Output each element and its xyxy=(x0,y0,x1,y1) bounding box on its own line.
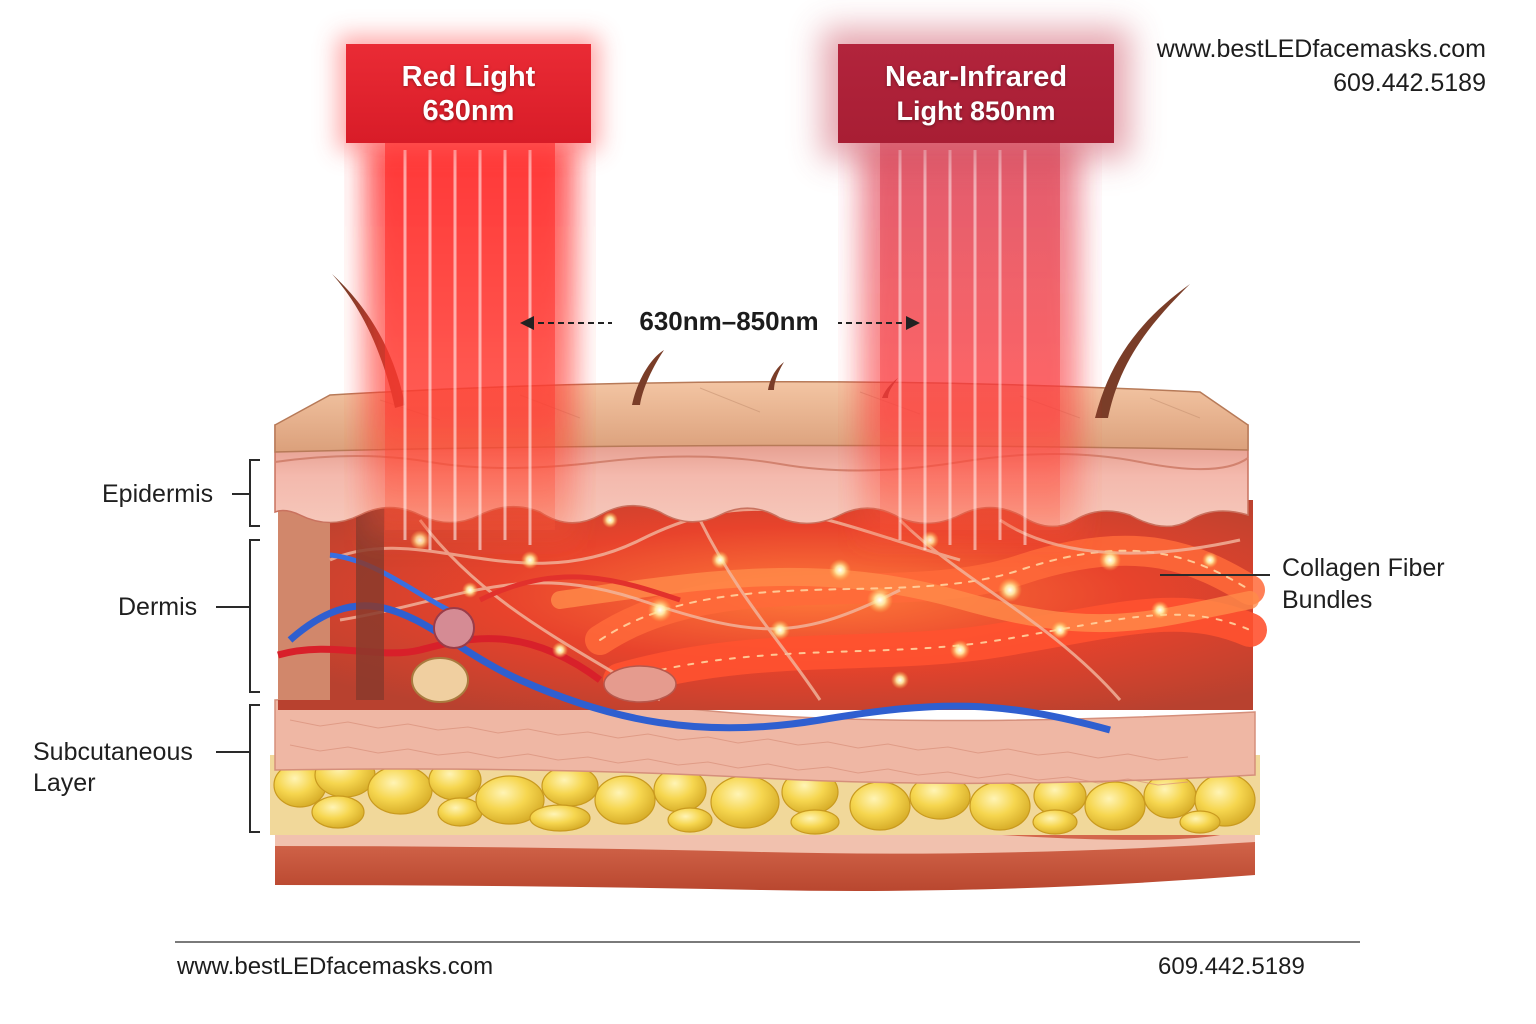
contact-header: www.bestLEDfacemasks.com 609.442.5189 xyxy=(1157,32,1486,100)
phone-number-top[interactable]: 609.442.5189 xyxy=(1157,66,1486,100)
red-light-label: Red Light 630nm xyxy=(346,44,591,143)
subcutaneous-label-line2: Layer xyxy=(33,768,193,799)
nir-light-title: Near-Infrared xyxy=(885,60,1067,94)
wavelength-range: 630nm–850nm xyxy=(520,304,920,344)
subcutaneous-layer-label: Subcutaneous Layer xyxy=(33,737,193,799)
wavelength-range-text: 630nm–850nm xyxy=(620,306,838,337)
collagen-label-line1: Collagen Fiber xyxy=(1282,552,1445,584)
website-link-footer[interactable]: www.bestLEDfacemasks.com xyxy=(177,953,493,981)
subcutaneous-label-line1: Subcutaneous xyxy=(33,737,193,768)
footer-divider xyxy=(175,941,1360,943)
red-light-wavelength: 630nm xyxy=(423,94,515,128)
epidermis-label: Epidermis xyxy=(102,479,213,510)
collagen-label-line2: Bundles xyxy=(1282,584,1445,616)
nir-light-wavelength: Light 850nm xyxy=(896,94,1055,128)
red-light-title: Red Light xyxy=(402,60,536,94)
near-infrared-light-label: Near-Infrared Light 850nm xyxy=(838,44,1114,143)
collagen-fiber-bundles-label: Collagen Fiber Bundles xyxy=(1282,552,1445,616)
phone-number-footer[interactable]: 609.442.5189 xyxy=(1158,953,1305,981)
dermis-label: Dermis xyxy=(118,592,197,623)
website-link-top[interactable]: www.bestLEDfacemasks.com xyxy=(1157,32,1486,66)
